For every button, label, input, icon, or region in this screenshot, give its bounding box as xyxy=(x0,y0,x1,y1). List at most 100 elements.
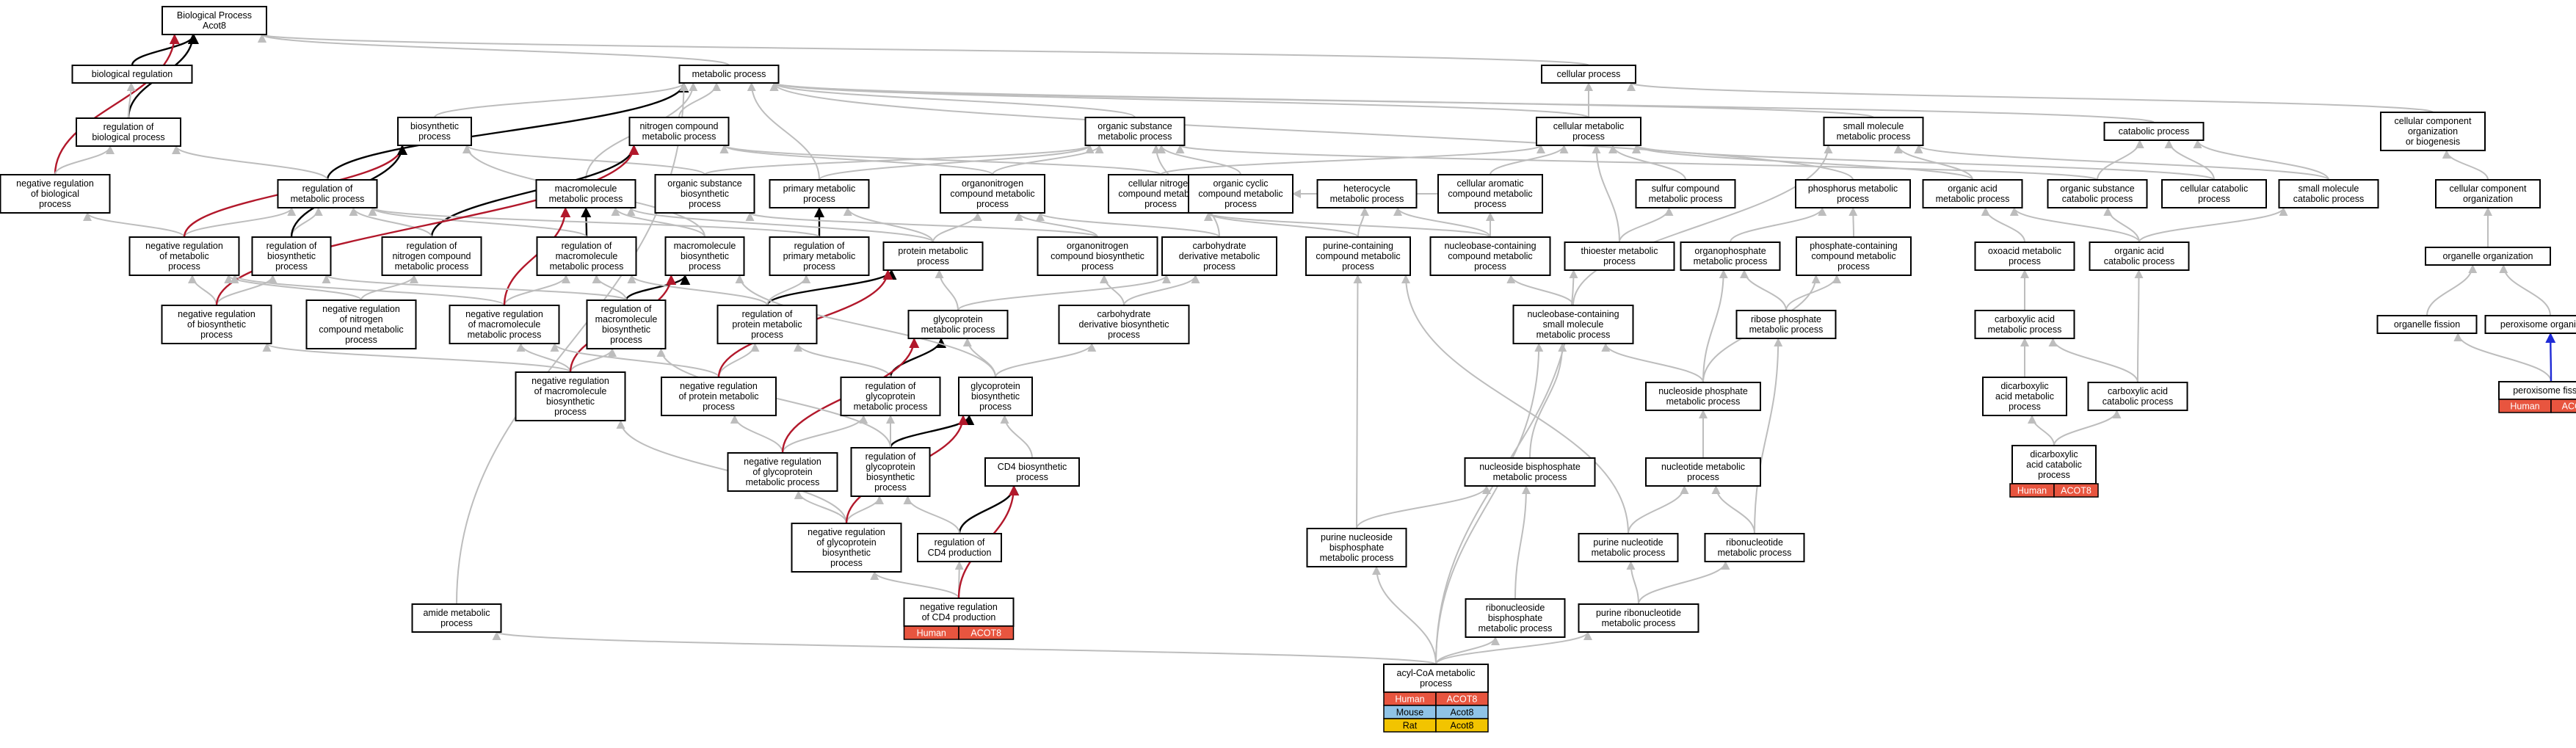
node-box xyxy=(2498,381,2576,400)
node-label-line: nucleobase-containing xyxy=(1444,241,1536,251)
node-label-line: process xyxy=(168,261,200,272)
node-label-line: biosynthetic xyxy=(267,251,316,261)
go-term-node-breg[interactable]: biological regulation xyxy=(71,65,193,84)
go-term-node-catab[interactable]: catabolic process xyxy=(2103,122,2205,141)
edge-glycobio-to-macrobio xyxy=(735,275,996,378)
node-label-line: primary metabolic xyxy=(783,184,856,194)
go-term-node-peroxorg[interactable]: peroxisome organization xyxy=(2484,315,2576,334)
edge-glycobio-to-glycomet xyxy=(962,338,996,378)
edge-nucbasecomp-to-heteromet xyxy=(1393,207,1491,238)
go-term-node-peroxfission[interactable]: peroxisome fission xyxy=(2498,381,2576,400)
edge-thioester-to-cellmet xyxy=(1592,145,1620,243)
edge-purinebis-to-purinecomp xyxy=(1353,275,1363,529)
edge-regmacrobio-to-regmacromet xyxy=(592,275,627,301)
go-term-node-cellproc[interactable]: cellular process xyxy=(1541,65,1636,84)
node-label-line: of CD4 production xyxy=(922,612,996,622)
node-label-line: of nitrogen xyxy=(339,314,382,324)
go-term-node-metab[interactable]: metabolic process xyxy=(678,65,780,84)
go-term-node-orgfission[interactable]: organelle fission xyxy=(2376,315,2478,334)
go-term-node-orgorg[interactable]: organelle organization xyxy=(2425,247,2551,266)
node-box xyxy=(76,117,181,147)
edge-organitbio-to-orgsubbio xyxy=(745,212,1098,238)
edge-ccorg2-to-ccorg xyxy=(2442,150,2489,181)
node-label-line: process xyxy=(1144,199,1177,209)
